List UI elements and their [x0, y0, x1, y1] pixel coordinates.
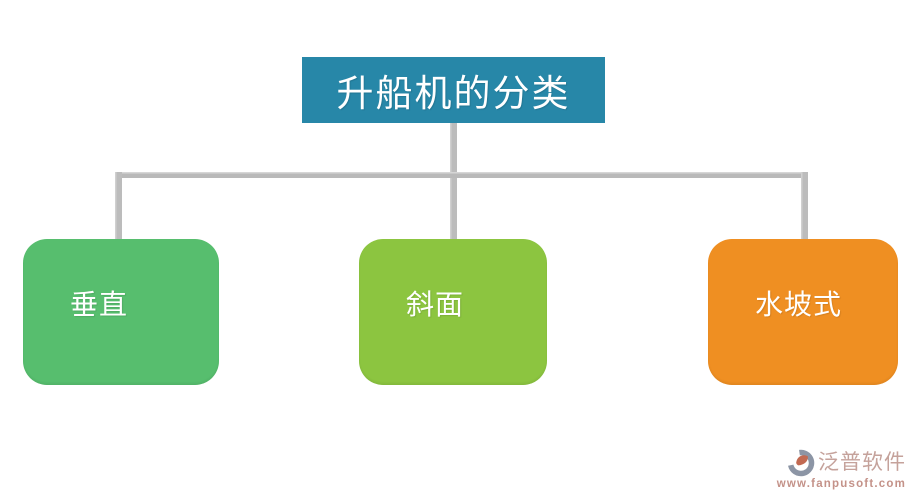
connector-left-vertical — [115, 172, 122, 239]
connector-root-vertical — [450, 123, 457, 239]
child-node-vertical: 垂直 — [23, 239, 219, 385]
watermark: 泛普软件 www.fanpusoft.com — [777, 449, 906, 491]
watermark-url-text: www.fanpusoft.com — [776, 477, 906, 490]
child-node-label: 斜面 — [406, 289, 465, 320]
root-node-ship-lift-classification: 升船机的分类 — [302, 57, 605, 123]
fanpu-logo-icon — [787, 449, 815, 476]
child-node-label: 垂直 — [70, 289, 129, 320]
child-node-water-slope: 水坡式 — [708, 239, 898, 385]
child-node-inclined: 斜面 — [359, 239, 547, 385]
root-node-label: 升船机的分类 — [336, 73, 571, 114]
child-node-label: 水坡式 — [755, 289, 843, 320]
watermark-brand-text: 泛普软件 — [818, 451, 906, 474]
connector-horizontal — [115, 172, 808, 178]
connector-right-vertical — [801, 172, 808, 239]
